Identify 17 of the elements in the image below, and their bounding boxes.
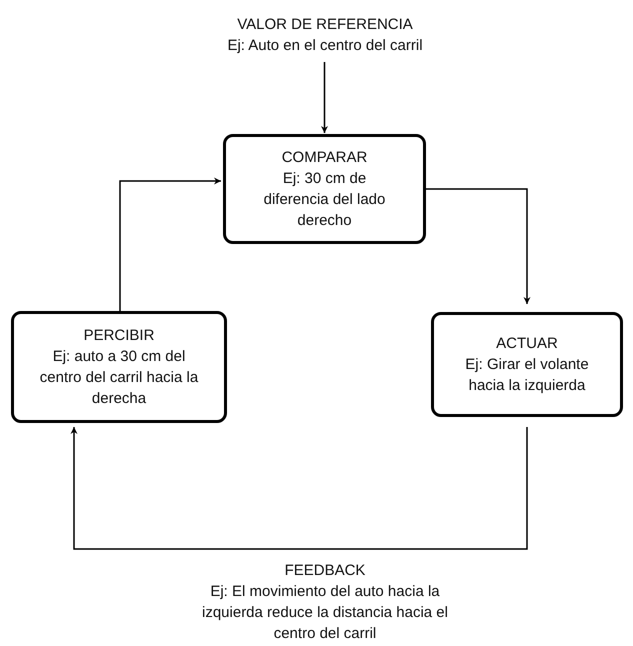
arrow [119, 178, 221, 311]
node-example-text: Ej: Girar el volante hacia la izquierda [464, 355, 590, 396]
process-box [223, 134, 426, 244]
process-box [431, 312, 623, 417]
node-example-text: Ej: 30 cm de diferencia del lado derecho [262, 169, 386, 231]
arrow [321, 62, 328, 133]
arrow [70, 427, 528, 550]
process-box [11, 311, 227, 423]
feedback-example-text: Ej: El movimiento del auto hacia la izquierda reduce la distancia hacia el centro del carril [201, 582, 449, 644]
feedback-heading: FEEDBACK [284, 561, 366, 581]
node-example-text: Ej: auto a 30 cm del centro del carril hacia la derecha [38, 347, 200, 409]
node-heading: VALOR DE REFERENCIA [237, 15, 413, 35]
node-heading: ACTUAR [496, 334, 558, 354]
arrow [426, 188, 530, 304]
node-heading: PERCIBIR [84, 326, 154, 346]
node-heading: COMPARAR [282, 148, 368, 168]
node-example-text: Ej: Auto en el centro del carril [227, 36, 423, 56]
